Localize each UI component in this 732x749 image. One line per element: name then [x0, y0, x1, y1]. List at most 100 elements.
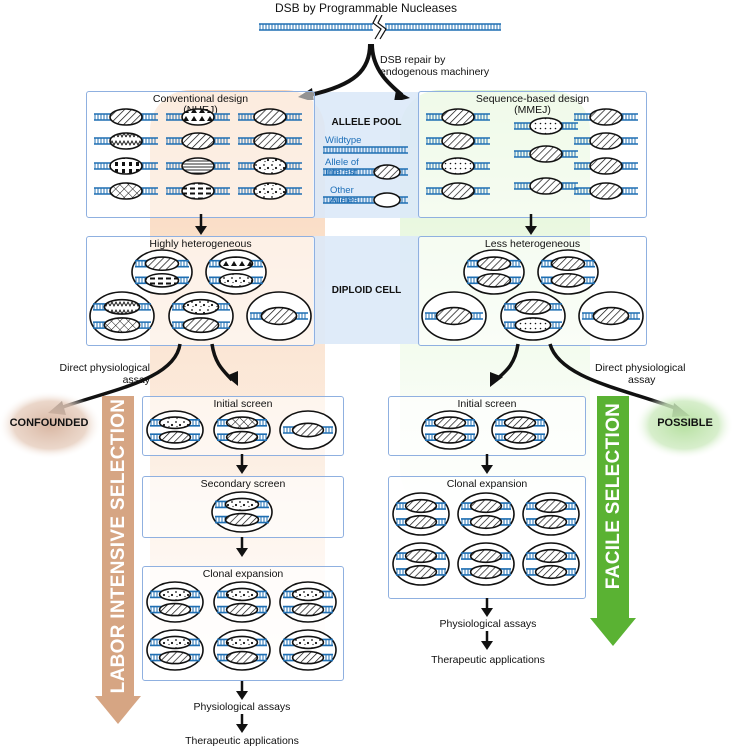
allele: [404, 564, 438, 580]
arrow-right-pool-down: [525, 214, 537, 235]
left-pool-allele: [109, 182, 143, 200]
arrow-to-clonal-left: [236, 537, 248, 557]
legend-allele-interest-1: Allele of: [325, 157, 359, 168]
allele: [404, 514, 438, 530]
left-initial-cell: [279, 410, 337, 450]
right-pool-allele: [441, 182, 475, 200]
left-secondary-cells: [211, 491, 273, 533]
allele: [514, 317, 552, 334]
right-direct-assay-1: Direct physiological: [595, 362, 686, 374]
allele: [158, 587, 192, 602]
allele: [225, 635, 259, 650]
right-diploid-cell: [500, 291, 566, 341]
labor-intensive-arrow: [95, 396, 141, 724]
allele: [433, 416, 467, 430]
title-dsb: DSB by Programmable Nucleases: [274, 1, 458, 15]
allele: [476, 272, 512, 288]
arrow-to-clonal-right: [481, 454, 493, 474]
left-pool-allele: [181, 182, 215, 200]
arrow-to-secondary: [236, 454, 248, 474]
allele: [476, 256, 512, 272]
labor-intensive-label: LABOR INTENSIVE SELECTION: [108, 398, 129, 694]
allele: [158, 635, 192, 650]
legend-allele-interest-2: Interest: [325, 167, 357, 178]
right-clonal-cell: [522, 492, 580, 536]
diploid-cell-label: DIPLOID CELL: [331, 285, 402, 296]
allele: [433, 430, 467, 444]
left-pool-allele: [109, 157, 143, 175]
left-secondary-screen-label: Secondary screen: [200, 478, 286, 490]
right-clonal-cell: [392, 492, 450, 536]
left-clonal-cell: [279, 581, 337, 623]
right-physiological-label: Physiological assays: [439, 618, 537, 630]
allele: [182, 298, 220, 315]
left-clonal-cell: [213, 581, 271, 623]
right-clonal-cell: [457, 542, 515, 586]
legend-wildtype: Wildtype: [325, 135, 362, 146]
left-pool-allele: [253, 157, 287, 175]
right-pool-allele: [589, 132, 623, 150]
left-clonal-label: Clonal expansion: [202, 568, 284, 580]
allele: [503, 430, 537, 444]
allele: [182, 317, 220, 334]
right-initial-screen-label: Initial screen: [457, 398, 517, 410]
allele: [514, 298, 552, 315]
right-initial-cells: [421, 410, 549, 450]
arrow-to-physio-right: [481, 598, 493, 617]
right-pool-allele: [529, 145, 563, 163]
right-clonal-cell: [457, 492, 515, 536]
right-pool-allele: [529, 117, 563, 135]
allele: [225, 650, 259, 665]
left-diploid-cells: [89, 249, 312, 341]
right-clonal-label: Clonal expansion: [446, 478, 528, 490]
right-therapeutic-label: Therapeutic applications: [431, 654, 545, 666]
right-pool-allele: [589, 182, 623, 200]
repair-label-1: DSB repair by: [380, 54, 446, 66]
allele: [550, 256, 586, 272]
allele: [534, 514, 568, 530]
allele: [225, 430, 259, 444]
allele: [404, 548, 438, 564]
left-initial-cells: [146, 410, 337, 450]
right-design-title: Sequence-based design: [475, 93, 590, 105]
allele: [291, 650, 325, 665]
left-pool-allele: [253, 108, 287, 126]
left-diploid-cell: [168, 291, 234, 341]
allele: [144, 256, 180, 272]
arrow-to-therapeutic-left: [236, 714, 248, 733]
allele: [103, 298, 141, 315]
arrow-to-therapeutic-right: [481, 631, 493, 650]
right-pool-allele: [589, 108, 623, 126]
allele: [404, 498, 438, 514]
allele: [469, 514, 503, 530]
left-initial-screen-label: Initial screen: [213, 398, 273, 410]
right-pool-allele: [529, 177, 563, 195]
repair-label-2: endogenous machinery: [380, 66, 490, 78]
allele: [103, 317, 141, 334]
right-diploid-cells: [421, 249, 644, 341]
allele: [291, 587, 325, 602]
left-pool-allele: [181, 157, 215, 175]
left-clonal-cells: [146, 581, 337, 671]
legend-other-1: Other: [330, 185, 354, 196]
allele: [224, 497, 260, 512]
allele-pool-label: ALLELE POOL: [331, 117, 402, 128]
legend-other-allele-icon: [373, 192, 401, 208]
facile-selection-label: FACILE SELECTION: [603, 402, 624, 590]
left-secondary-cell: [211, 491, 273, 533]
allele: [158, 430, 192, 444]
left-initial-cell: [213, 410, 271, 450]
left-heterogeneity-label: Highly heterogeneous: [149, 238, 252, 250]
left-physiological-label: Physiological assays: [193, 701, 291, 713]
left-clonal-cell: [146, 581, 204, 623]
right-pool-allele: [589, 157, 623, 175]
left-direct-assay-2: assay: [122, 374, 150, 386]
left-pool-allele: [109, 108, 143, 126]
allele: [158, 416, 192, 430]
allele: [469, 498, 503, 514]
right-pool-allele: [441, 108, 475, 126]
allele: [158, 602, 192, 617]
allele: [224, 512, 260, 527]
allele: [291, 422, 325, 438]
right-direct-assay-2: assay: [628, 374, 656, 386]
